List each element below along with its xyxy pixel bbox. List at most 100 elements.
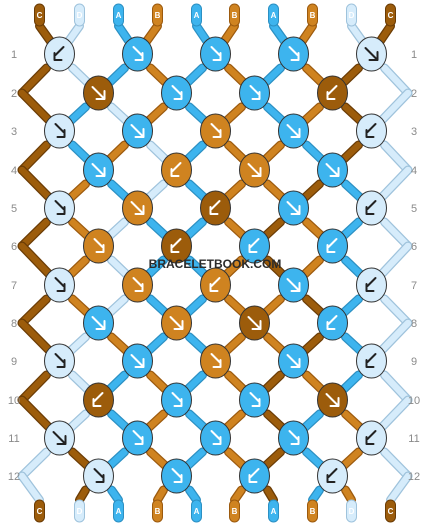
bottom-string-label: B: [232, 507, 238, 516]
knot-arrow-icon: [325, 393, 340, 407]
knot: [200, 420, 231, 456]
knot-arrow-icon: [54, 277, 66, 292]
bottom-string-label: B: [310, 507, 316, 516]
bottom-string-end: [191, 499, 202, 523]
knot: [44, 343, 75, 379]
strand-segment: [186, 486, 200, 504]
bottom-string-end: [34, 499, 45, 523]
knot: [239, 228, 270, 264]
knot: [317, 458, 348, 494]
knot-arrow-icon: [326, 238, 338, 253]
row-label-left: 11: [8, 433, 19, 445]
knot-arrow-icon: [365, 200, 377, 215]
row-label-right: 2: [411, 88, 417, 100]
knot-arrow-icon: [326, 468, 338, 483]
knot: [239, 458, 270, 494]
knot-arrow-icon: [171, 392, 183, 407]
knot: [122, 420, 153, 456]
strand-segment: [381, 448, 412, 480]
top-string-label: A: [271, 11, 277, 20]
row-label-left: 9: [11, 356, 17, 368]
knot-arrow-icon: [286, 278, 301, 292]
knot-arrow-icon: [209, 200, 221, 215]
row-label-left: 1: [11, 49, 17, 61]
knot-layer: [34, 3, 396, 523]
knot-arrow-icon: [326, 315, 338, 330]
knot-arrow-icon: [53, 46, 65, 61]
knot-arrow-icon: [130, 354, 145, 368]
knot: [356, 420, 387, 456]
knot: [161, 75, 192, 111]
bottom-string-end: [74, 499, 85, 523]
knot-arrow-icon: [326, 85, 338, 100]
knot: [44, 113, 75, 149]
knot-arrow-icon: [325, 163, 340, 177]
knot-arrow-icon: [91, 163, 106, 177]
row-label-left: 7: [11, 280, 17, 292]
knot-arrow-icon: [132, 430, 144, 445]
strand-segment: [76, 486, 89, 504]
bottom-string-end: [385, 499, 396, 523]
top-string-label: D: [349, 11, 355, 20]
row-label-left: 3: [11, 126, 17, 138]
knot-arrow-icon: [209, 277, 221, 292]
knot-arrow-icon: [130, 124, 145, 138]
knot-arrow-icon: [91, 86, 106, 100]
knot-arrow-icon: [247, 316, 262, 330]
knot-arrow-icon: [248, 238, 260, 253]
top-string-end: [191, 3, 202, 27]
knot-arrow-icon: [286, 201, 301, 215]
row-label-right: 6: [411, 241, 417, 253]
knot: [356, 343, 387, 379]
strand-segment: [381, 141, 412, 174]
row-label-right: 12: [408, 471, 420, 483]
top-string-end: [307, 3, 318, 27]
bottom-string-end: [268, 499, 279, 523]
strand-segment: [18, 141, 50, 174]
knot-arrow-icon: [210, 123, 222, 138]
top-string-end: [34, 3, 45, 27]
top-string-end: [113, 3, 124, 27]
knot-arrow-icon: [286, 124, 301, 138]
knot: [200, 36, 231, 72]
knot-arrow-icon: [210, 353, 222, 368]
knot-arrow-icon: [364, 47, 379, 61]
strand-segment: [381, 295, 412, 327]
strand-segment: [108, 486, 122, 504]
knot: [122, 36, 153, 72]
bottom-string-label: A: [271, 507, 277, 516]
knot: [161, 382, 192, 418]
strand-segment: [342, 486, 355, 504]
row-label-right: 11: [408, 433, 419, 445]
knot: [356, 113, 387, 149]
row-label-left: 10: [8, 395, 20, 407]
bottom-string-end: [307, 499, 318, 523]
top-string-label: B: [232, 11, 238, 20]
strand-segment: [264, 486, 277, 504]
row-label-right: 5: [411, 203, 417, 215]
knot-arrow-icon: [170, 162, 182, 177]
knot-arrow-icon: [54, 123, 66, 138]
knot: [278, 420, 309, 456]
knot-arrow-icon: [288, 430, 300, 445]
knot-arrow-icon: [248, 468, 260, 483]
knot: [317, 228, 348, 264]
bottom-string-label: D: [349, 507, 355, 516]
strand-segment: [18, 64, 50, 97]
top-string-label: A: [116, 11, 122, 20]
strand-segment: [381, 371, 412, 404]
bottom-string-label: A: [194, 507, 200, 516]
row-label-left: 12: [8, 471, 20, 483]
top-string-end: [74, 3, 85, 27]
knot-arrow-icon: [93, 468, 105, 483]
bottom-string-label: C: [388, 507, 394, 516]
top-string-label: A: [194, 11, 200, 20]
knot-arrow-icon: [52, 431, 67, 445]
knot-arrow-icon: [54, 353, 66, 368]
row-label-right: 8: [411, 318, 417, 330]
knot-arrow-icon: [171, 85, 183, 100]
top-string-end: [346, 3, 357, 27]
knot-arrow-icon: [170, 238, 182, 253]
